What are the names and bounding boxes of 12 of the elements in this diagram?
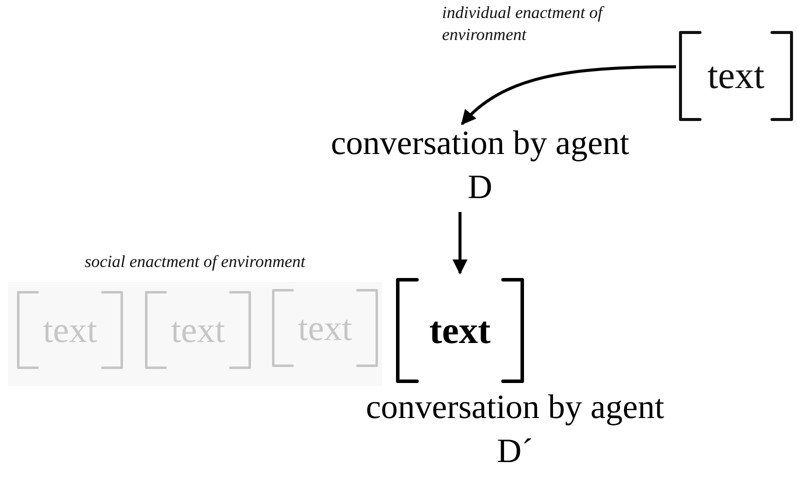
bracket-box <box>144 290 252 370</box>
node-text: conversation by agent D´ <box>365 386 665 482</box>
bracket-box <box>395 277 525 384</box>
box-label: text <box>429 312 491 350</box>
bracket-box <box>271 288 379 368</box>
bracket-box <box>16 290 124 370</box>
arrow <box>460 65 676 126</box>
node-text: conversation by agent D <box>330 122 630 214</box>
arrow <box>452 212 468 274</box>
group-heading: social enactment of environment <box>84 252 307 272</box>
bracket-box <box>678 30 794 122</box>
box-label: text <box>708 57 764 95</box>
